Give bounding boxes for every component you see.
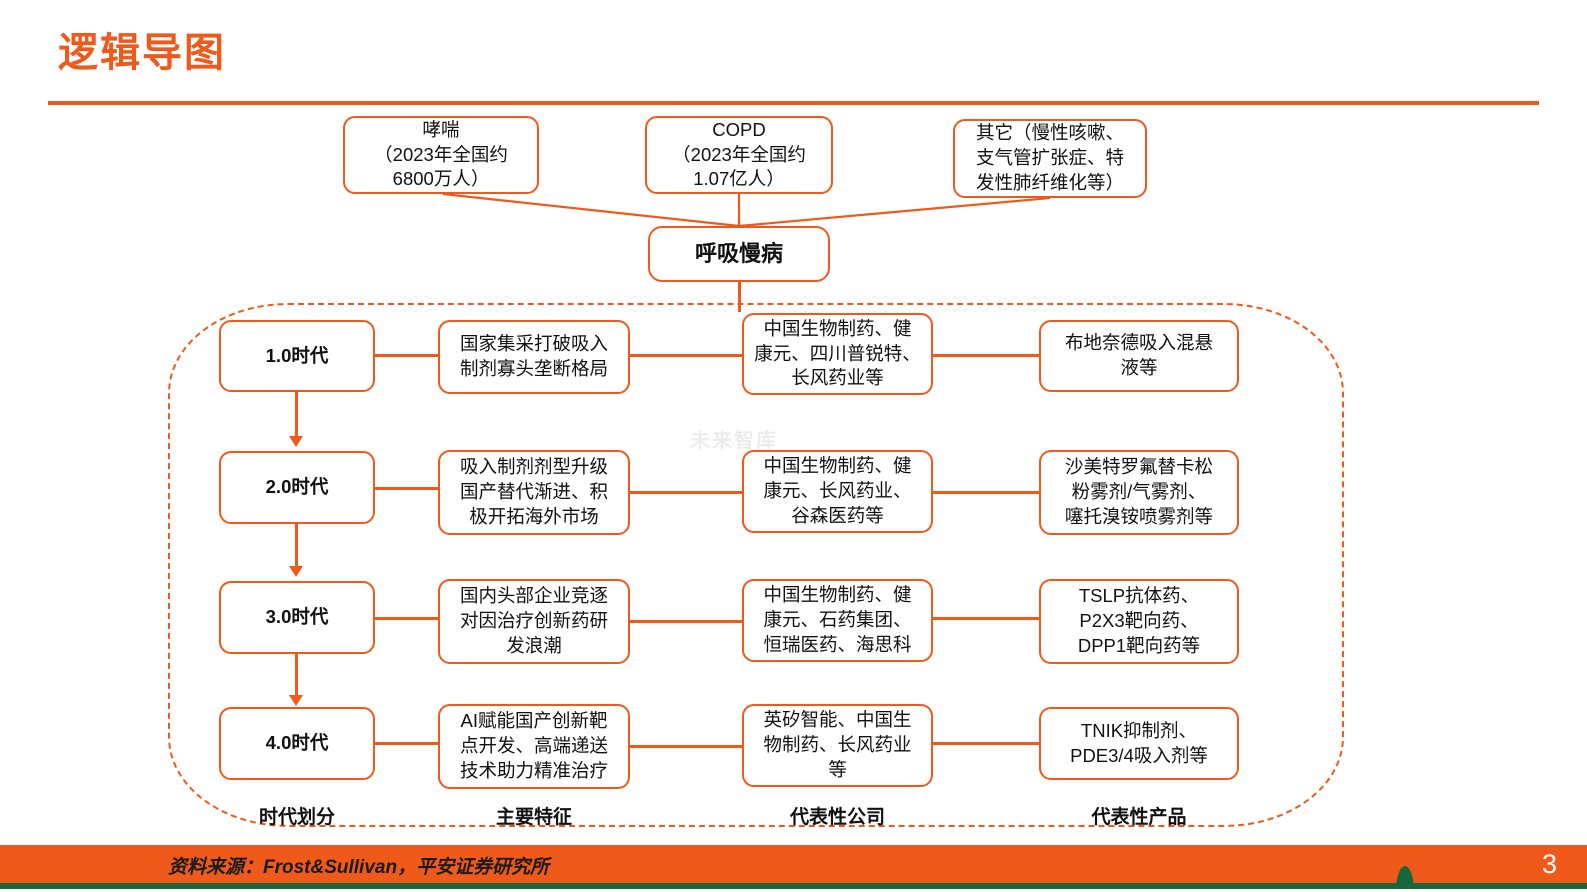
connector-row2-company-product: [932, 491, 1040, 494]
connector-row3-era-feature: [374, 617, 440, 620]
row3-era[interactable]: 3.0时代: [219, 581, 375, 654]
row4-company[interactable]: 英矽智能、中国生 物制药、长风药业 等: [742, 704, 933, 787]
column-header-company: 代表性公司: [789, 807, 885, 828]
connector-era2-to-era3: [295, 524, 298, 571]
connector-central-to-timeline: [738, 282, 741, 312]
arrow-era1-to-era2: [289, 436, 303, 447]
connector-row2-era-feature: [374, 487, 440, 490]
connector-row1-feature-company: [630, 354, 743, 357]
footer-bar: [0, 845, 1587, 885]
row1-feature[interactable]: 国家集采打破吸入 制剂寡头垄断格局: [438, 320, 630, 394]
page-title: 逻辑导图: [58, 31, 226, 75]
node-respiratory-chronic-disease[interactable]: 呼吸慢病: [648, 226, 830, 282]
arrow-era2-to-era3: [289, 566, 303, 577]
row2-product[interactable]: 沙美特罗氟替卡松 粉雾剂/气雾剂、 噻托溴铵喷雾剂等: [1039, 450, 1239, 535]
title-divider: [48, 101, 1539, 105]
row2-feature[interactable]: 吸入制剂剂型升级 国产替代渐进、积 极开拓海外市场: [438, 450, 630, 535]
row2-era[interactable]: 2.0时代: [219, 451, 375, 524]
node-copd[interactable]: COPD （2023年全国约 1.07亿人）: [645, 116, 833, 194]
column-header-product: 代表性产品: [1091, 807, 1187, 828]
page-number: 3: [1541, 849, 1557, 879]
row1-company[interactable]: 中国生物制药、健 康元、四川普锐特、 长风药业等: [742, 313, 933, 395]
connector-era3-to-era4: [295, 654, 298, 700]
connector-row1-era-feature: [374, 354, 440, 357]
watermark: 未来智库: [690, 430, 778, 452]
row4-feature[interactable]: AI赋能国产创新靶 点开发、高端递送 技术助力精准治疗: [438, 704, 630, 789]
row4-era[interactable]: 4.0时代: [219, 707, 375, 780]
node-asthma[interactable]: 哮喘 （2023年全国约 6800万人）: [343, 116, 539, 194]
connector-row4-company-product: [932, 742, 1040, 745]
connector-row4-feature-company: [630, 745, 743, 748]
connector-row3-feature-company: [630, 620, 743, 623]
connector-row2-feature-company: [630, 491, 743, 494]
connector-row1-company-product: [932, 354, 1040, 357]
column-header-era: 时代划分: [258, 807, 335, 828]
node-other-diseases[interactable]: 其它（慢性咳嗽、 支气管扩张症、特 发性肺纤维化等）: [953, 119, 1147, 198]
row3-feature[interactable]: 国内头部企业竞逐 对因治疗创新药研 发浪潮: [438, 579, 630, 664]
row1-product[interactable]: 布地奈德吸入混悬 液等: [1039, 320, 1239, 392]
footer-underline: [0, 883, 1587, 889]
row4-product[interactable]: TNIK抑制剂、 PDE3/4吸入剂等: [1039, 707, 1239, 780]
row3-product[interactable]: TSLP抗体药、 P2X3靶向药、 DPP1靶向药等: [1039, 579, 1239, 664]
row3-company[interactable]: 中国生物制药、健 康元、石药集团、 恒瑞医药、海思科: [742, 579, 933, 662]
row2-company[interactable]: 中国生物制药、健 康元、长风药业、 谷森医药等: [742, 450, 933, 533]
connector-row4-era-feature: [374, 742, 440, 745]
footer-source-text: 资料来源：Frost&Sullivan，平安证券研究所: [168, 857, 550, 878]
timeline-container: [168, 303, 1344, 827]
arrow-era3-to-era4: [289, 695, 303, 706]
connector-era1-to-era2: [295, 392, 298, 440]
brand-logo-icon: [1388, 866, 1422, 889]
column-header-feature: 主要特征: [495, 807, 572, 828]
connector-row3-company-product: [932, 617, 1040, 620]
row1-era[interactable]: 1.0时代: [219, 320, 375, 392]
